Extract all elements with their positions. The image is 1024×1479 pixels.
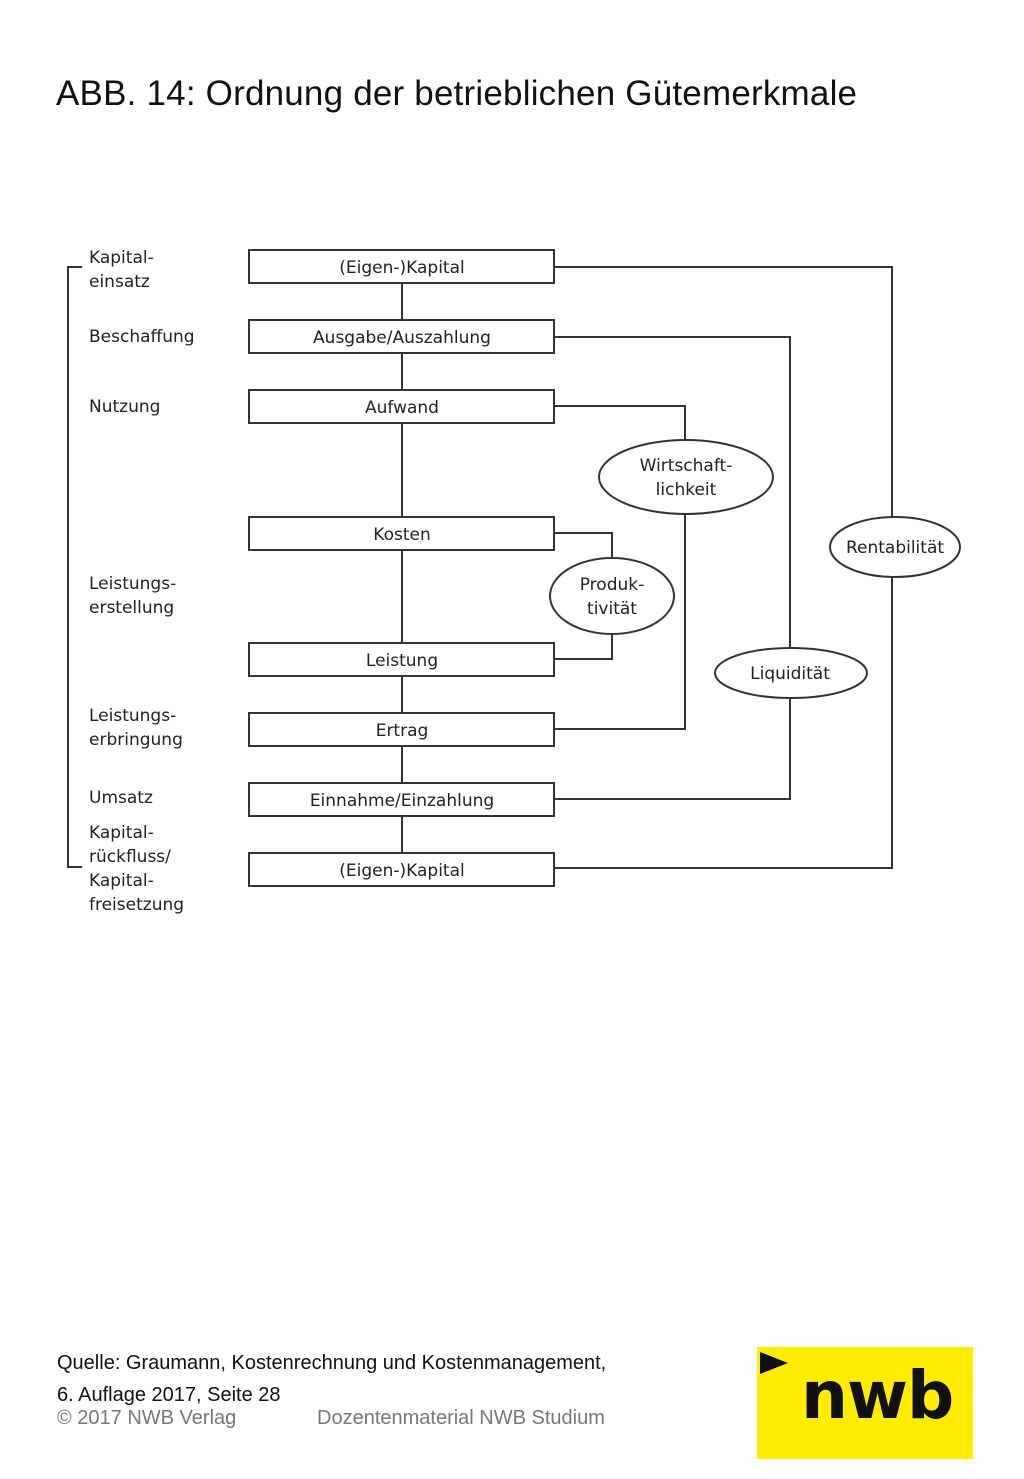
phase-label: Umsatz xyxy=(89,788,153,808)
box-label: Einnahme/Einzahlung xyxy=(310,791,494,811)
phase-label: Leistungs- xyxy=(89,574,176,594)
phase-label: Kapital- xyxy=(89,248,154,268)
ellipse-rentabilitaet xyxy=(829,516,961,578)
box-label: (Eigen-)Kapital xyxy=(339,861,464,881)
footer-material: Dozentenmaterial NWB Studium xyxy=(317,1407,605,1429)
box-label: (Eigen-)Kapital xyxy=(339,258,464,278)
phase-label: Beschaffung xyxy=(89,327,195,347)
connector-liquiditaet xyxy=(554,336,791,800)
play-triangle-icon xyxy=(760,1352,788,1374)
box-eigenkapital-end xyxy=(248,852,555,887)
box-ertrag xyxy=(248,712,555,747)
phase-bracket xyxy=(67,266,82,868)
box-eigenkapital-start xyxy=(248,249,555,284)
phase-label: Kapital- xyxy=(89,871,154,891)
phase-label: freisetzung xyxy=(89,895,184,915)
nwb-logo: nwb xyxy=(757,1347,973,1459)
box-ausgabe xyxy=(248,319,555,354)
box-label: Ausgabe/Auszahlung xyxy=(313,328,491,348)
phase-label: einsatz xyxy=(89,272,150,292)
source-line-1: Quelle: Graumann, Kostenrechnung und Kos… xyxy=(57,1352,607,1374)
box-leistung xyxy=(248,642,555,677)
source-line-2: 6. Auflage 2017, Seite 28 xyxy=(57,1384,281,1406)
connector-wirtschaftlichkeit xyxy=(554,405,686,730)
phase-label: Nutzung xyxy=(89,397,160,417)
indicator-label: tivität xyxy=(587,599,637,619)
box-label: Aufwand xyxy=(365,398,439,418)
logo-text: nwb xyxy=(801,1357,954,1434)
box-aufwand xyxy=(248,389,555,424)
indicator-label: Rentabilität xyxy=(846,538,944,558)
phase-label: Leistungs- xyxy=(89,706,176,726)
indicator-label: Produk- xyxy=(580,575,645,595)
ellipse-wirtschaftlichkeit xyxy=(598,439,774,515)
page-title: ABB. 14: Ordnung der betrieblichen Gütem… xyxy=(56,74,858,113)
indicator-label: Liquidität xyxy=(750,664,830,684)
phase-label: rückfluss/ xyxy=(89,847,171,867)
box-label: Ertrag xyxy=(376,721,429,741)
box-einnahme xyxy=(248,782,555,817)
ellipse-produktivitaet xyxy=(549,557,675,635)
footer-copyright: © 2017 NWB Verlag xyxy=(57,1407,237,1429)
phase-label: erstellung xyxy=(89,598,174,618)
phase-label: Kapital- xyxy=(89,823,154,843)
indicator-label: lichkeit xyxy=(656,480,717,500)
box-label: Kosten xyxy=(373,525,430,545)
ellipse-liquiditaet xyxy=(714,647,868,699)
phase-label: erbringung xyxy=(89,730,183,750)
box-label: Leistung xyxy=(366,651,438,671)
indicator-label: Wirtschaft- xyxy=(640,456,733,476)
box-kosten xyxy=(248,516,555,551)
